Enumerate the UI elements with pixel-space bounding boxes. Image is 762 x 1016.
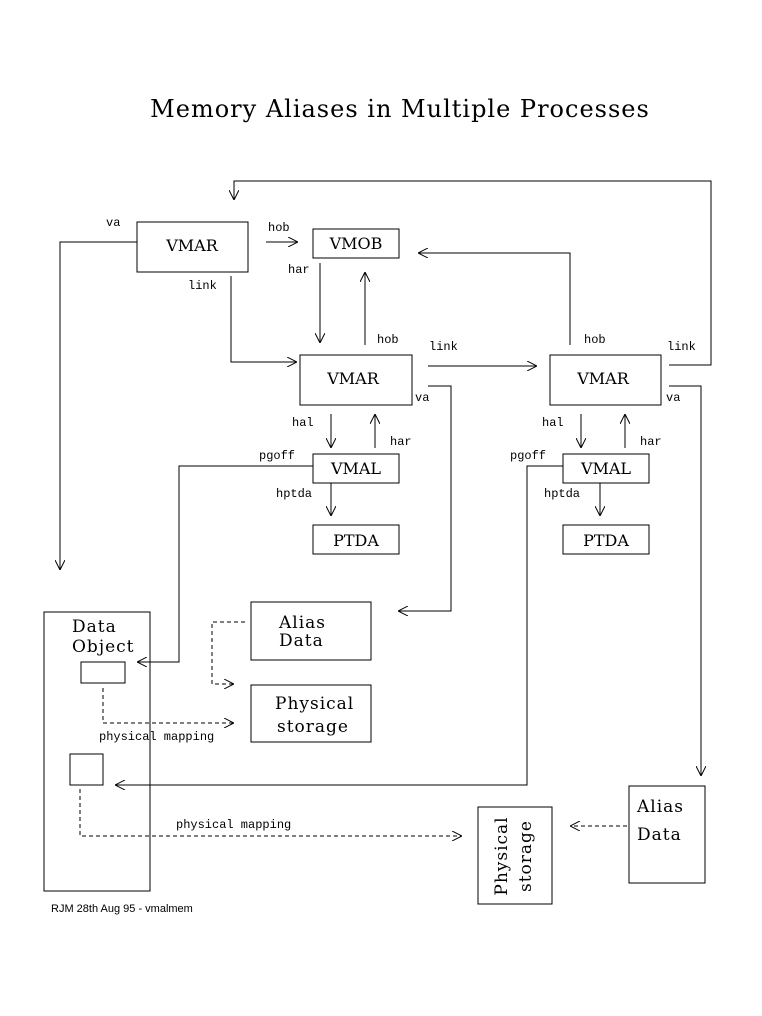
vmob-box: VMOB [312, 228, 400, 259]
physical-mapping-1-dashed [102, 688, 234, 723]
vmob-label: VMOB [329, 234, 383, 253]
physical-storage-mid-line2: storage [277, 717, 349, 737]
label-hob-top: hob [268, 221, 290, 235]
label-pgoff-mid: pgoff [259, 449, 295, 463]
label-physical-mapping-2: physical mapping [176, 818, 291, 832]
vmar-mid-label: VMAR [326, 369, 379, 388]
label-hptda-mid: hptda [276, 487, 312, 501]
alias-data-right-box: Alias Data [628, 785, 706, 884]
va-mid-arrow [398, 385, 452, 611]
physical-mapping-2-dashed [79, 789, 462, 836]
data-object-page-2 [69, 753, 104, 786]
physical-storage-right-line1: Physical [492, 816, 512, 895]
vmar-right-box: VMAR [549, 354, 662, 406]
hob-right-arrow [418, 253, 571, 345]
label-hal-mid: hal [292, 416, 314, 430]
label-link-right: link [667, 340, 696, 354]
vmar-mid-box: VMAR [299, 354, 413, 406]
vmal-right-box: VMAL [562, 453, 650, 484]
physical-storage-mid-line1: Physical [275, 694, 354, 714]
vmar-right-label: VMAR [576, 369, 629, 388]
label-har-vmob: har [288, 263, 310, 277]
label-har-right: har [640, 435, 662, 449]
alias-data-right-line1: Alias [636, 797, 684, 817]
label-hal-right: hal [542, 416, 564, 430]
data-object-label-line2: Object [72, 637, 135, 657]
data-object-box: Data Object [43, 611, 151, 892]
link-right-loop-arrow [234, 180, 712, 366]
ptda-right-box: PTDA [562, 524, 650, 555]
link-top-arrow [230, 276, 297, 362]
vmal-mid-box: VMAL [312, 453, 400, 484]
diagram-title: Memory Aliases in Multiple Processes [150, 95, 650, 123]
label-hob-mid: hob [377, 333, 399, 347]
label-link-top: link [188, 279, 217, 293]
label-hptda-right: hptda [544, 487, 580, 501]
label-va-right: va [666, 391, 680, 405]
pgoff-mid-arrow [137, 465, 313, 662]
alias-data-right-line2: Data [637, 825, 682, 845]
vmal-right-label: VMAL [580, 459, 631, 478]
va-right-arrow [669, 385, 701, 776]
label-pgoff-right: pgoff [510, 449, 546, 463]
alias-mid-to-storage-dashed [211, 621, 245, 684]
label-har-mid: har [390, 435, 412, 449]
vmal-mid-label: VMAL [330, 459, 381, 478]
label-va-mid: va [415, 391, 429, 405]
physical-storage-mid-box: Physical storage [250, 684, 372, 743]
footer-credit: RJM 28th Aug 95 - vmalmem [51, 903, 193, 915]
data-object-page-1 [80, 661, 126, 684]
physical-storage-right-box: Physical storage [477, 806, 553, 905]
va-top-to-data-object-arrow [60, 241, 137, 570]
ptda-mid-box: PTDA [312, 524, 400, 555]
vmar-top-box: VMAR [136, 221, 249, 273]
ptda-mid-label: PTDA [333, 531, 379, 550]
alias-data-mid-line1: Alias [278, 613, 326, 633]
alias-data-mid-box: Alias Data [250, 601, 372, 661]
alias-data-mid-line2: Data [279, 631, 324, 651]
label-physical-mapping-1: physical mapping [99, 730, 214, 744]
label-hob-right: hob [584, 333, 606, 347]
physical-storage-right-line2: storage [516, 820, 536, 892]
data-object-label-line1: Data [72, 617, 117, 637]
label-link-mid: link [429, 340, 458, 354]
pgoff-right-arrow [115, 465, 563, 785]
ptda-right-label: PTDA [583, 531, 629, 550]
vmar-top-label: VMAR [165, 236, 218, 255]
label-va-top: va [106, 216, 120, 230]
